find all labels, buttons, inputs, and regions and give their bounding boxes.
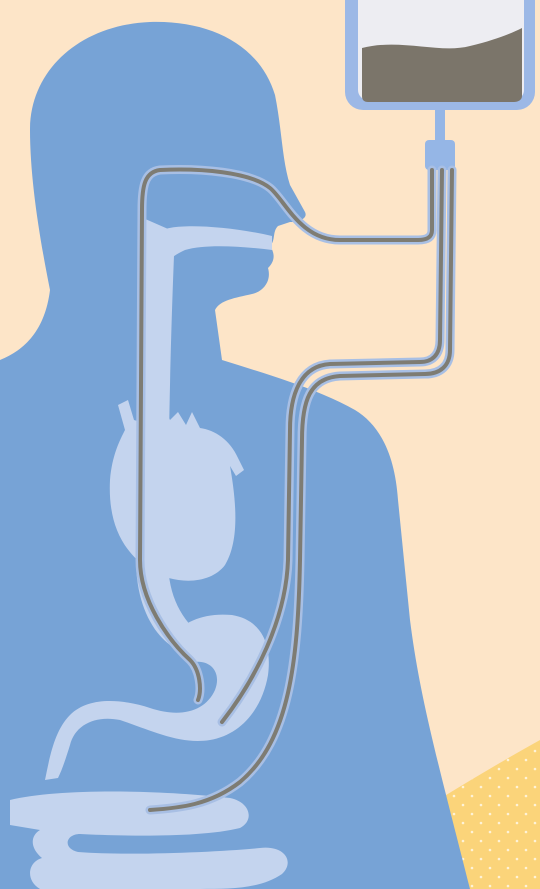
bag-outlet (435, 110, 445, 142)
tube-connector (425, 140, 455, 170)
